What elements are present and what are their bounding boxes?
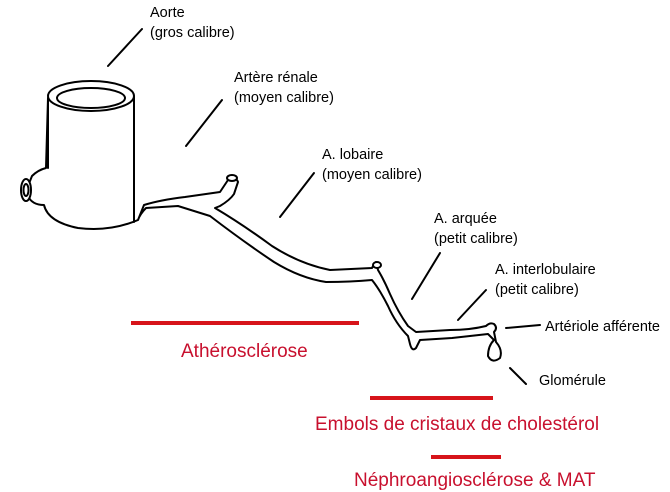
aorta-trunk <box>27 97 502 362</box>
label-embols: Embols de cristaux de cholestérol <box>315 414 599 435</box>
aorta-cylinder <box>47 95 135 223</box>
label-a-arquee-caliber: (petit calibre) <box>434 231 518 247</box>
renal-side-branch-opening <box>226 174 238 182</box>
leader-a-arquee <box>411 252 441 300</box>
anatomy-labels: Aorte (gros calibre) Artère rénale (moye… <box>150 5 660 389</box>
label-a-lobaire: A. lobaire <box>322 147 383 163</box>
label-artere-renale: Artère rénale <box>234 70 318 86</box>
label-aorte: Aorte <box>150 5 185 21</box>
label-atherosclerose: Athérosclérose <box>181 341 308 362</box>
label-aorte-caliber: (gros calibre) <box>150 25 235 41</box>
label-nephroangiosclerose: Néphroangiosclérose & MAT <box>354 470 596 491</box>
aorta-opening-inner <box>56 87 126 109</box>
left-branch-lumen <box>22 183 30 197</box>
leader-a-lobaire <box>279 172 315 218</box>
label-a-interlobulaire: A. interlobulaire <box>495 262 596 278</box>
label-artere-renale-caliber: (moyen calibre) <box>234 90 334 106</box>
leader-glomerule <box>509 367 527 385</box>
vessel-tree <box>20 80 502 362</box>
label-a-interlobulaire-caliber: (petit calibre) <box>495 282 579 298</box>
leader-arteriole <box>505 324 541 329</box>
pathology-ranges: Athérosclérose Embols de cristaux de cho… <box>131 321 599 491</box>
leader-artere-renale <box>185 99 223 147</box>
leader-lines <box>107 28 541 385</box>
leader-aorte <box>107 28 143 67</box>
arcuate-stub-opening <box>372 261 382 269</box>
label-a-arquee: A. arquée <box>434 211 497 227</box>
label-glomerule: Glomérule <box>539 373 606 389</box>
leader-a-interlobulaire <box>457 289 487 321</box>
label-a-lobaire-caliber: (moyen calibre) <box>322 167 422 183</box>
label-arteriole: Artériole afférente <box>545 319 660 335</box>
